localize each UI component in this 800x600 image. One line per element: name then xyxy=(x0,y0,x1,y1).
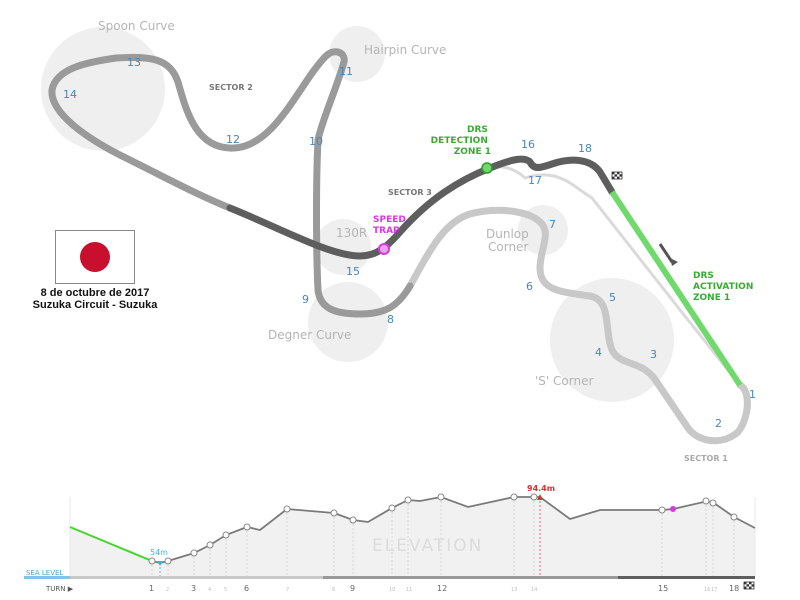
elev-sector-3-bar xyxy=(618,576,755,579)
turn-points xyxy=(148,493,738,565)
turn-guides xyxy=(69,497,756,576)
svg-text:5: 5 xyxy=(224,587,227,593)
track-sector-1 xyxy=(406,206,751,445)
max-elevation-label: 94.4m xyxy=(527,484,555,493)
turn-16: 16 xyxy=(521,138,535,151)
svg-text:14: 14 xyxy=(531,587,537,593)
label-sector-2: SECTOR 2 xyxy=(209,83,253,92)
circuit-name: Suzuka Circuit - Suzuka xyxy=(32,299,158,311)
svg-text:18: 18 xyxy=(729,584,739,593)
svg-text:13: 13 xyxy=(511,587,517,593)
turn-15: 15 xyxy=(346,265,360,278)
svg-text:2: 2 xyxy=(166,587,169,593)
turn-9: 9 xyxy=(302,293,309,306)
finish-flag-icon xyxy=(743,581,755,590)
turn-12: 12 xyxy=(226,133,240,146)
label-sector-1: SECTOR 1 xyxy=(684,454,728,463)
svg-text:3: 3 xyxy=(191,584,196,593)
japan-flag-icon xyxy=(55,230,135,284)
turn-10: 10 xyxy=(309,135,323,148)
drs-detection-marker xyxy=(481,162,493,174)
elev-sector-1-bar xyxy=(70,576,323,579)
turn-13: 13 xyxy=(127,56,141,69)
event-date: 8 de octubre de 2017 xyxy=(40,287,150,299)
turn-axis-label: TURN ▶ xyxy=(45,585,74,593)
event-info: 8 de octubre de 2017 Suzuka Circuit - Su… xyxy=(20,230,170,311)
svg-text:12: 12 xyxy=(437,584,447,593)
label-degner-curve: Degner Curve xyxy=(268,328,351,342)
turn-7: 7 xyxy=(549,218,556,231)
turn-11: 11 xyxy=(339,65,353,78)
svg-text:8: 8 xyxy=(332,587,335,593)
direction-arrow-icon xyxy=(658,243,678,266)
turn-4: 4 xyxy=(595,346,602,359)
sea-level-label: SEA LEVEL xyxy=(26,569,63,577)
turn-axis: 1 2 3 4 5 6 7 8 9 10 11 12 13 14 15 16 1… xyxy=(149,584,739,593)
svg-text:4: 4 xyxy=(208,587,211,593)
drs-activation-zone xyxy=(609,190,743,387)
svg-text:15: 15 xyxy=(658,584,668,593)
speed-trap-label: SPEED TRAP xyxy=(373,215,409,236)
elevation-speed-trap-marker xyxy=(670,506,676,512)
label-hairpin-curve: Hairpin Curve xyxy=(364,43,446,57)
svg-text:1: 1 xyxy=(149,584,154,593)
sea-level-bar xyxy=(24,576,70,579)
svg-text:16: 16 xyxy=(704,587,710,593)
turn-8: 8 xyxy=(387,313,394,326)
corner-highlights xyxy=(41,26,674,402)
elevation-drs-segment xyxy=(69,526,153,562)
turn-6: 6 xyxy=(526,280,533,293)
svg-text:9: 9 xyxy=(350,584,355,593)
svg-text:10: 10 xyxy=(389,587,395,593)
svg-text:11: 11 xyxy=(406,587,412,593)
elevation-line xyxy=(151,496,756,564)
track-sector-3 xyxy=(226,155,616,260)
track-sector-2 xyxy=(48,48,414,318)
label-dunlop-1: Dunlop xyxy=(486,227,529,241)
label-sector-3: SECTOR 3 xyxy=(388,188,432,197)
min-elevation-marker xyxy=(157,561,163,566)
min-elevation-label: 54m xyxy=(150,548,168,557)
turn-3: 3 xyxy=(650,348,657,361)
elevation-area xyxy=(70,497,755,576)
label-dunlop-2: Corner xyxy=(488,240,528,254)
max-elevation-marker xyxy=(537,494,543,500)
turn-18: 18 xyxy=(578,142,592,155)
turn-2: 2 xyxy=(715,417,722,430)
svg-text:7: 7 xyxy=(286,587,289,593)
label-130r: 130R xyxy=(336,226,367,240)
label-spoon-curve: Spoon Curve xyxy=(98,19,175,33)
turn-14: 14 xyxy=(63,88,77,101)
turn-numbers: 1 2 3 4 5 6 7 8 9 10 11 12 13 14 15 16 1… xyxy=(63,56,756,430)
speed-trap-marker xyxy=(378,243,390,255)
elevation-chart: ELEVATION 54m 94.4m SEA LEVEL TURN ▶ 1 2… xyxy=(24,484,756,593)
checkered-flag-icon xyxy=(611,171,623,180)
drs-activation-label: DRS ACTIVATION ZONE 1 xyxy=(693,271,757,303)
svg-text:17: 17 xyxy=(711,587,717,593)
svg-text:6: 6 xyxy=(244,584,249,593)
elevation-watermark: ELEVATION xyxy=(372,536,483,556)
turn-17: 17 xyxy=(528,174,542,187)
drs-detection-label: DRS DETECTION ZONE 1 xyxy=(431,125,491,157)
turn-1: 1 xyxy=(749,388,756,401)
turn-5: 5 xyxy=(609,291,616,304)
elev-sector-2-bar xyxy=(323,576,618,579)
circuit-map: Spoon Curve Hairpin Curve 130R Dunlop Co… xyxy=(41,19,757,463)
label-s-corner: 'S' Corner xyxy=(535,374,593,388)
